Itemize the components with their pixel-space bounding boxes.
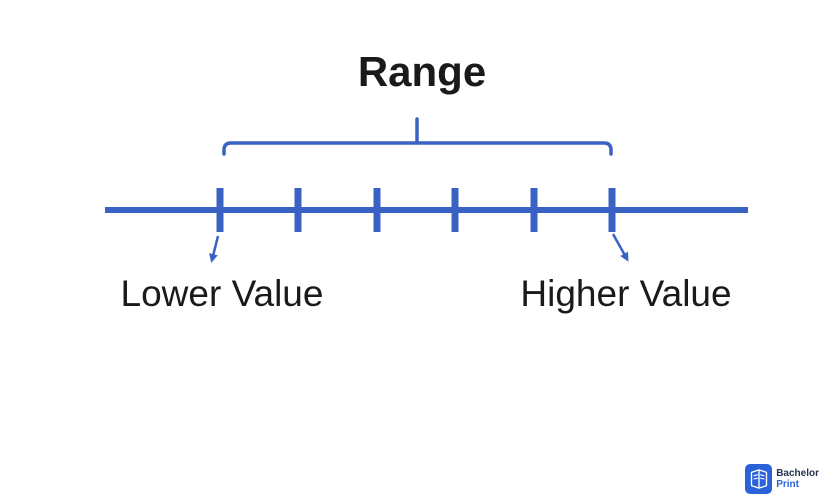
brand-logo: Bachelor Print [745, 464, 819, 494]
brand-name-top: Bachelor [776, 467, 819, 479]
logo-text: Bachelor Print [776, 467, 819, 490]
lower-value-arrow-icon [209, 235, 220, 263]
higher-value-arrow-icon [611, 233, 629, 262]
higher-value-label: Higher Value [520, 273, 731, 314]
tick-marks [216, 188, 616, 232]
brand-name-bottom: Print [776, 478, 799, 490]
diagram-title: Range [358, 48, 486, 95]
brace-bracket [222, 141, 613, 156]
open-book-icon [750, 469, 767, 489]
lower-value-label: Lower Value [121, 273, 324, 314]
logo-badge [745, 464, 773, 494]
